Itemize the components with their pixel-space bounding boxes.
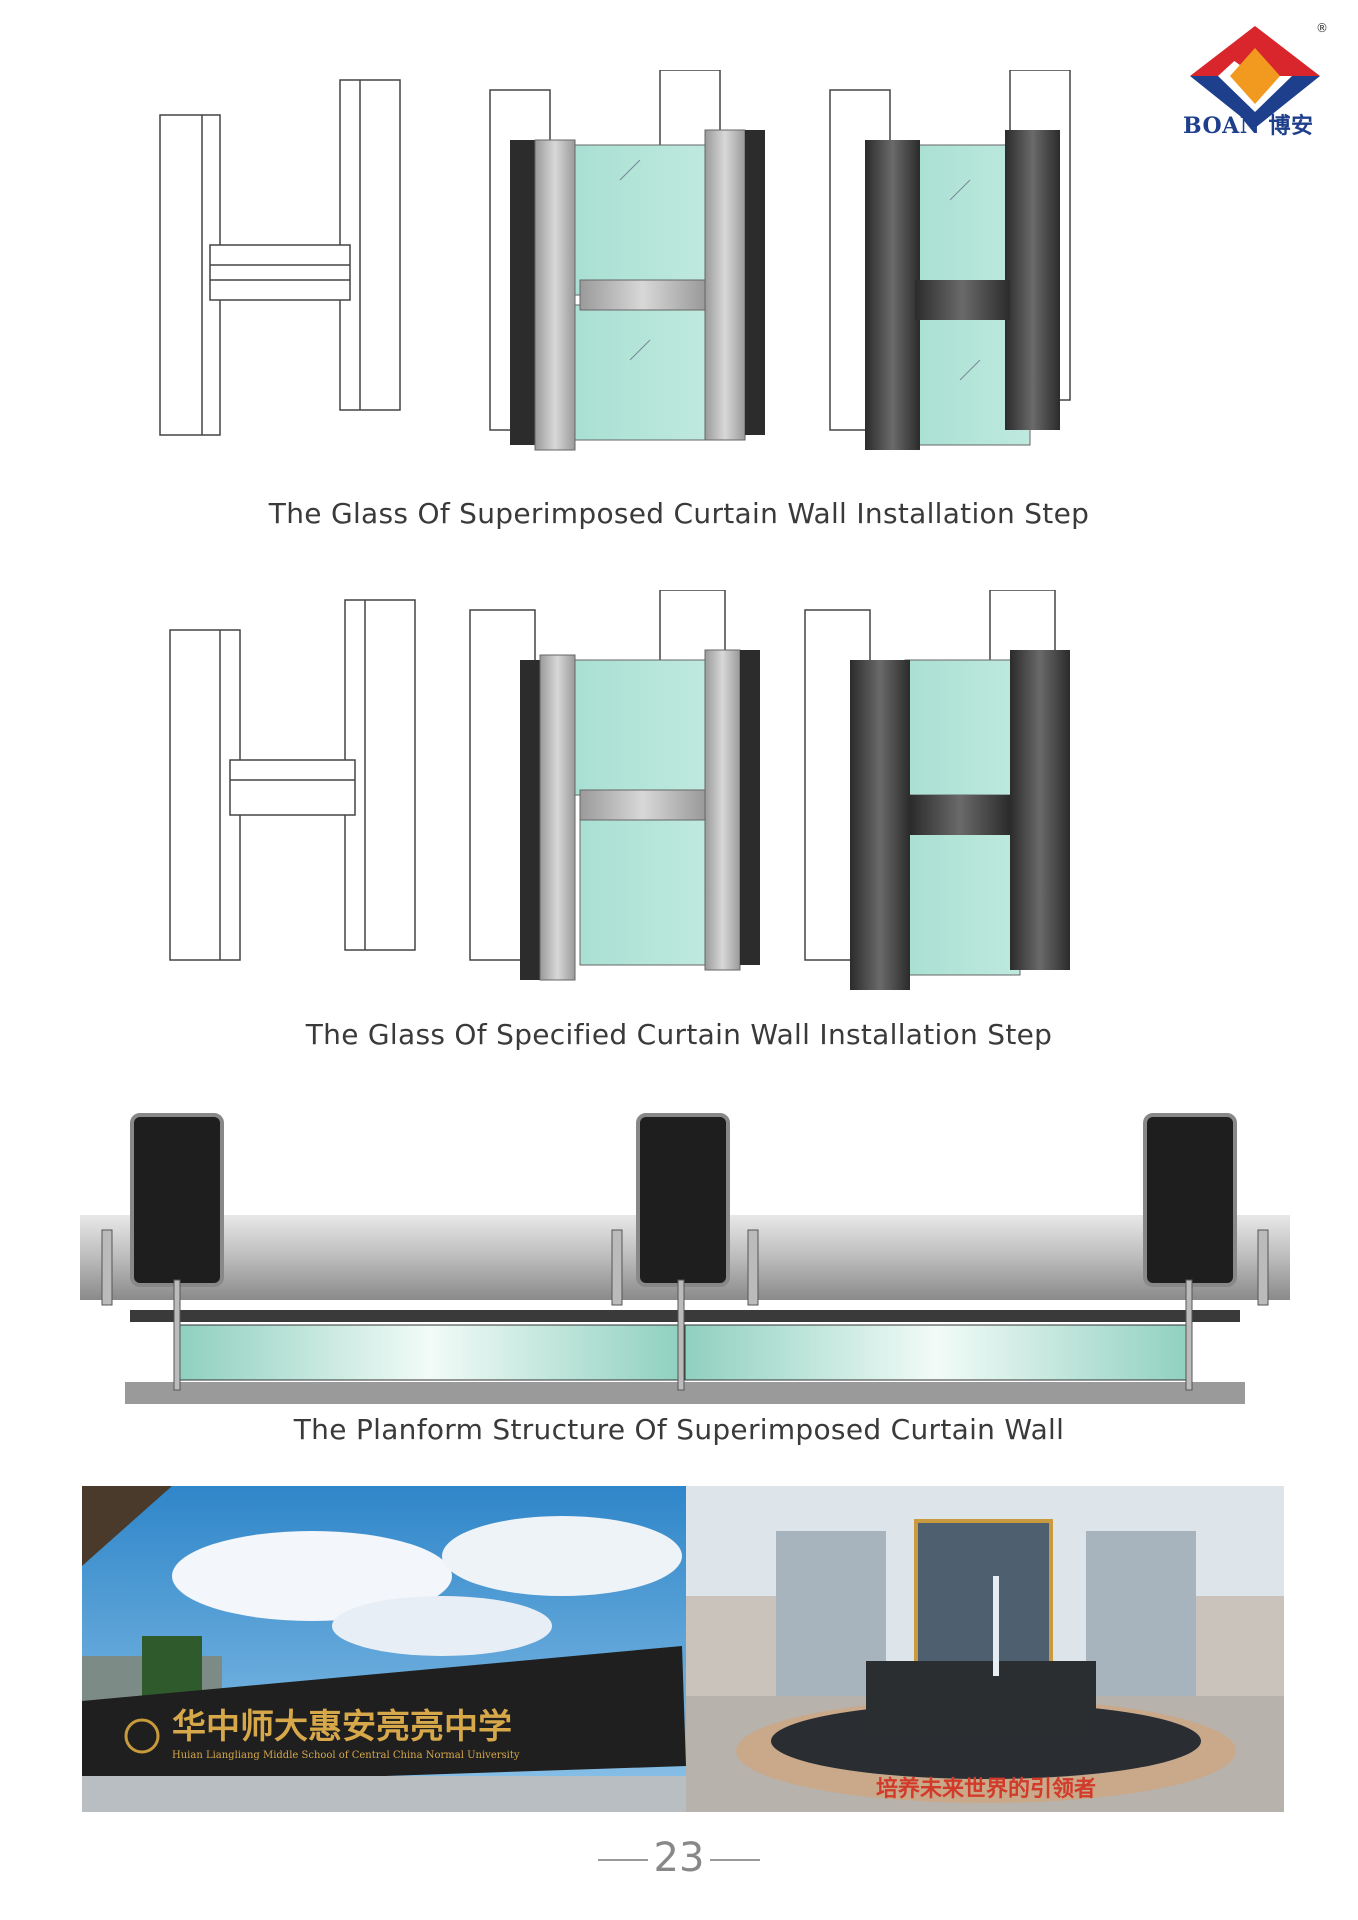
page-number-left-rule	[597, 1859, 648, 1861]
specified-installation-diagram	[169, 590, 1070, 990]
brand-name-en: BOAN	[1183, 113, 1261, 139]
school-sign-cn: 华中师大惠安亮亮中学	[172, 1707, 512, 1747]
caption-planform-structure: The Planform Structure Of Superimposed C…	[293, 1413, 1065, 1446]
step-1-frame	[169, 599, 416, 961]
page-number-right-rule	[710, 1859, 761, 1861]
step-3-frame	[804, 590, 1070, 990]
school-sign-photo: 华中师大惠安亮亮中学 Huian Liangliang Middle Schoo…	[82, 1486, 686, 1812]
step-1-frame	[159, 79, 401, 436]
page-number: 23	[0, 1835, 1358, 1881]
step-2-frame	[489, 70, 765, 451]
caption-superimposed-installation: The Glass Of Superimposed Curtain Wall I…	[268, 497, 1090, 530]
school-sign-en: Huian Liangliang Middle School of Centra…	[172, 1750, 520, 1761]
page-number-value: 23	[653, 1835, 705, 1881]
step-3-frame	[829, 70, 1071, 450]
step-2-frame	[469, 590, 760, 981]
brand-name-cn: 博安	[1268, 113, 1314, 139]
school-fountain-photo: 培养未来世界的引领者	[686, 1486, 1284, 1812]
superimposed-installation-diagram	[159, 70, 1071, 451]
brand-name: BOAN 博安	[1183, 108, 1314, 140]
registered-mark: ®	[1316, 21, 1328, 35]
planform-structure-diagram	[80, 1113, 1290, 1404]
boan-logo-icon: ®	[1190, 21, 1328, 128]
fountain-banner-cn: 培养未来世界的引领者	[876, 1776, 1096, 1802]
caption-specified-installation: The Glass Of Specified Curtain Wall Inst…	[305, 1018, 1053, 1051]
